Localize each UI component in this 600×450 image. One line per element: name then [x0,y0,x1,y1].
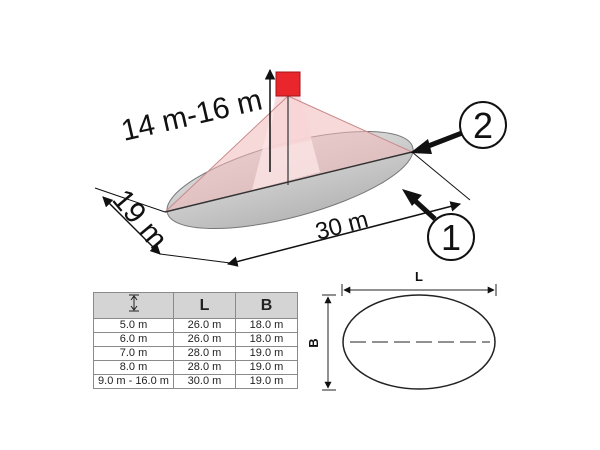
length-cell: 28.0 m [173,346,236,361]
length-cell: 30.0 m [173,374,236,389]
height-cell: 8.0 m [93,360,174,375]
legend-length-label: L [415,269,423,284]
coverage-table: L B 5.0 m 26.0 m 18.0 m 6.0 m 26.0 m 18.… [93,292,298,389]
length-cell: 26.0 m [173,318,236,333]
length-dimension-line [226,201,462,267]
callout-2: 2 [410,101,507,154]
height-column-header [93,292,174,319]
length-column-header: L [173,292,236,319]
height-cell: 6.0 m [93,332,174,347]
length-extension-start [159,253,239,265]
width-dimension-line [102,196,161,255]
width-cell: 19.0 m [235,346,298,361]
legend-width-label: B [306,338,321,347]
ellipse-legend: L B [306,269,497,391]
sensor-icon [275,71,301,97]
table-row: 5.0 m 26.0 m 18.0 m [93,318,298,333]
length-cell: 26.0 m [173,332,236,347]
width-cell: 18.0 m [235,318,298,333]
svg-text:1: 1 [441,217,461,258]
table-row: 8.0 m 28.0 m 19.0 m [93,360,298,375]
height-arrows-icon [128,294,139,312]
height-cell: 5.0 m [93,318,174,333]
width-cell: 19.0 m [235,360,298,375]
height-cell: 9.0 m - 16.0 m [93,374,174,389]
width-column-header: B [235,292,298,319]
table-row: 6.0 m 26.0 m 18.0 m [93,332,298,347]
table-row: 7.0 m 28.0 m 19.0 m [93,346,298,361]
height-cell: 7.0 m [93,346,174,361]
callout-1: 1 [402,189,475,261]
width-cell: 19.0 m [235,374,298,389]
width-label: 19 m [106,183,174,255]
length-extension-end [411,151,471,201]
width-cell: 18.0 m [235,332,298,347]
length-label: 30 m [313,206,372,246]
table-header-row: L B [93,292,298,319]
centre-line [164,151,413,213]
length-cell: 28.0 m [173,360,236,375]
svg-text:2: 2 [473,105,493,146]
table-row: 9.0 m - 16.0 m 30.0 m 19.0 m [93,374,298,389]
